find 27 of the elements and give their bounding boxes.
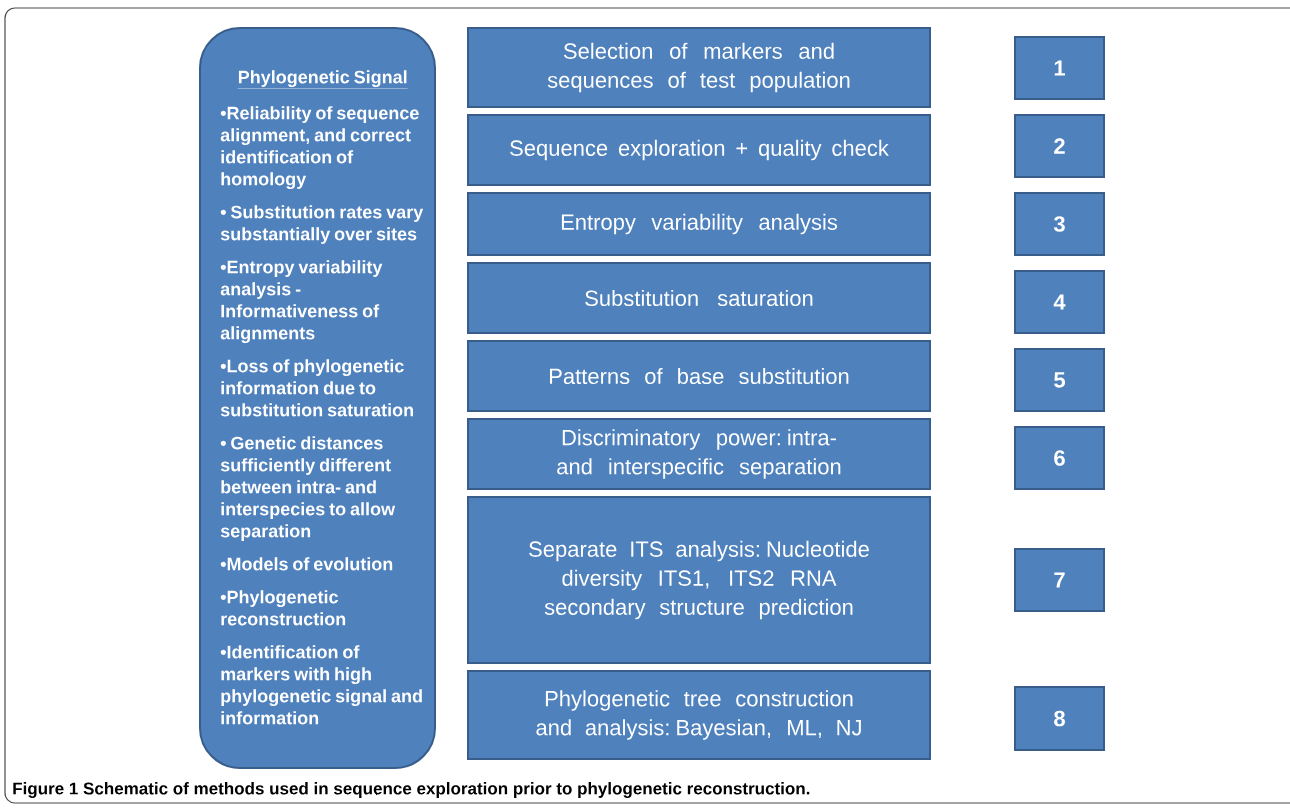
step-box: Discriminatory power: intra- and interspecific separation (467, 418, 931, 490)
panel-heading: Phylogenetic Signal (237, 70, 408, 89)
bullet-text: •Phylogenetic reconstruction (220, 590, 346, 626)
number-box: 8 (1014, 686, 1105, 751)
bullet-text: • Genetic distances sufficiently different between intra- and interspecies to allow separation (220, 436, 396, 541)
number-box: 5 (1014, 348, 1105, 412)
number-box: 3 (1014, 192, 1105, 256)
step-box: Separate ITS analysis: Nucleotide diversity ITS1, ITS2 RNA secondary structure prediction (467, 496, 931, 664)
caption: Figure 1 Schematic of methods used in sequence exploration prior to phylogenetic reconstruction. (13, 782, 810, 798)
number-box: 1 (1014, 36, 1105, 100)
signal-panel (199, 27, 436, 769)
step-box: Phylogenetic tree construction and analysis: Bayesian, ML, NJ (467, 670, 931, 760)
number-box: 2 (1014, 114, 1105, 178)
bullet-text: •Models of evolution (220, 557, 393, 571)
bullet-text: •Identification of markers with high phylogenetic signal and information (220, 645, 422, 725)
step-box: Selection of markers and sequences of test population (467, 27, 931, 108)
bullet-text: •Loss of phylogenetic information due to substitution saturation (220, 359, 413, 417)
step-box: Sequence exploration + quality check (467, 114, 931, 186)
step-box: Substitution saturation (467, 262, 931, 334)
number-box: 6 (1014, 426, 1105, 490)
bullet-text: • Substitution rates vary substantially over sites (220, 205, 424, 244)
step-box: Entropy variability analysis (467, 192, 931, 256)
step-box: Patterns of base substitution (467, 340, 931, 412)
number-box: 4 (1014, 270, 1105, 334)
bullet-text: •Entropy variability analysis - Informativeness of alignments (220, 260, 383, 344)
number-box: 7 (1014, 548, 1105, 612)
bullet-text: •Reliability of sequence alignment, and correct identification of homology (220, 106, 419, 190)
